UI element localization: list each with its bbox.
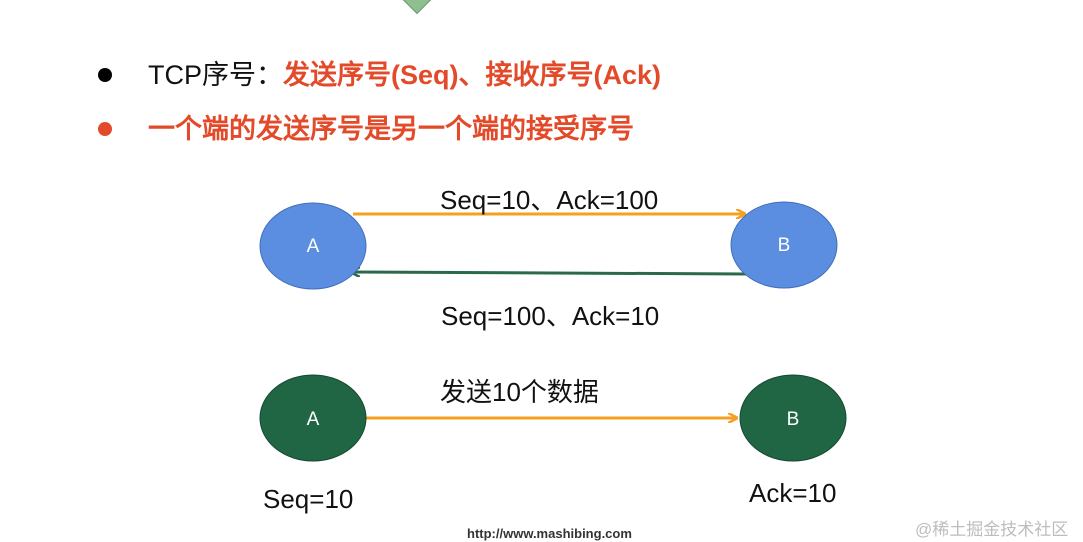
node-b-blue [730,201,838,289]
node-b-green [739,374,847,462]
bullet-tcp-seq: TCP序号：发送序号(Seq)、接收序号(Ack) [98,58,661,92]
node-a-green [259,374,367,462]
bullet-prefix: TCP序号： [148,60,283,90]
ack-caption: Ack=10 [749,478,837,508]
node-a-label: A [307,236,320,257]
node-b-label: B [778,235,791,256]
footer-url: http://www.mashibing.com [467,526,632,541]
bullet-dot-icon [98,68,112,82]
forward-label: Seq=10、Ack=100 [440,185,659,215]
back-label: Seq=100、Ack=10 [441,301,660,331]
node-b-green-label: B [787,409,800,430]
node-a-blue [259,202,367,290]
bullet-text: 一个端的发送序号是另一个端的接受序号 [148,114,634,144]
bullet-seq-relation: 一个端的发送序号是另一个端的接受序号 [98,112,634,146]
data-arrow-label: 发送10个数据 [440,377,599,407]
watermark: @稀土掘金技术社区 [915,520,1069,539]
node-a-green-label: A [307,409,320,430]
bullet-dot-icon [98,122,112,136]
seq-caption: Seq=10 [263,484,354,514]
back-arrow [352,272,747,274]
bullet-highlight: 发送序号(Seq)、接收序号(Ack) [283,60,662,90]
